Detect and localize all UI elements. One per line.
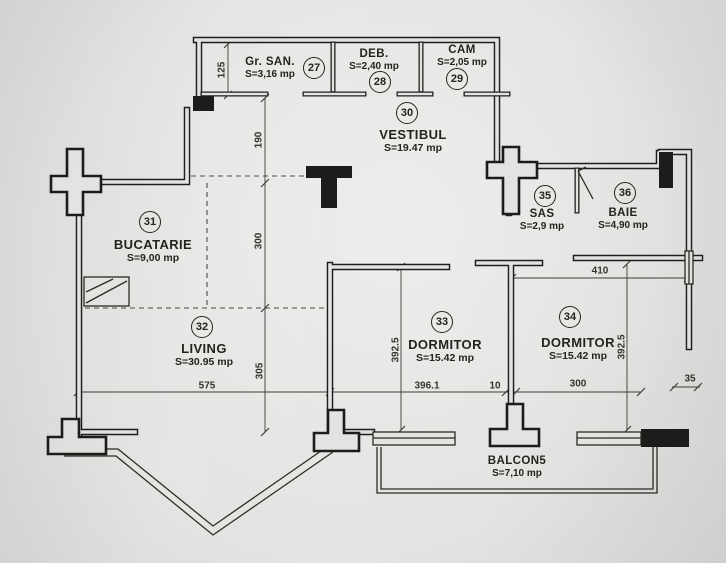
room-area: S=7,10 mp (492, 467, 542, 479)
room-number-text: 35 (538, 190, 552, 202)
room-name: BUCATARIE (113, 236, 193, 252)
dim-125: 125 (216, 61, 228, 79)
room-name: DORMITOR (408, 336, 482, 352)
room-label-vestibul: VESTIBUL S=19.47 mp (379, 126, 447, 154)
room-area: S=15.42 mp (415, 351, 475, 364)
pillar-balcony-center (488, 402, 541, 448)
room-number-27: 27 (303, 57, 325, 79)
room-label-bucatarie: BUCATARIE S=9,00 mp (113, 236, 193, 264)
room-number-text: 28 (373, 76, 387, 88)
balcony-walls (376, 447, 658, 494)
room-label-living: LIVING S=30.95 mp (174, 340, 234, 368)
room-label-balcon: BALCON5 S=7,10 mp (488, 455, 546, 479)
vestibul-column (306, 166, 352, 208)
room-label-sas: SAS S=2,9 mp (520, 208, 564, 232)
room-number-text: 27 (307, 62, 321, 74)
dim-396-1: 396.1 (414, 380, 440, 392)
room-area: S=30.95 mp (174, 355, 234, 368)
room-area: S=2,05 mp (437, 56, 487, 68)
room-area: S=2,9 mp (519, 220, 565, 232)
right-step-block (659, 152, 673, 188)
room-number-34: 34 (559, 306, 581, 328)
room-area: S=9,00 mp (126, 251, 180, 264)
room-area: S=15.42 mp (548, 349, 608, 362)
dim-392-5-right: 392.5 (616, 334, 628, 360)
dim-410: 410 (591, 265, 609, 277)
pillar-bottom-left (46, 417, 108, 456)
room-label-gr-san: Gr. SAN. S=3,16 mp (245, 56, 295, 80)
pillars-outline-group (46, 145, 541, 456)
pillar-sas-left (485, 145, 539, 216)
room-label-deb: DEB. S=2,40 mp (349, 48, 399, 72)
door-swing-icon (577, 166, 594, 200)
room-name: CAM (448, 43, 476, 56)
room-number-text: 29 (450, 73, 464, 85)
walls-group (75, 36, 704, 441)
dim-35: 35 (684, 373, 696, 385)
room-number-text: 32 (195, 321, 209, 333)
dim-190: 190 (253, 131, 265, 149)
room-area: S=2,40 mp (349, 60, 399, 72)
room-label-dormitor-34: DORMITOR S=15.42 mp (541, 334, 615, 362)
room-name: Gr. SAN. (245, 55, 295, 68)
room-number-35: 35 (534, 185, 556, 207)
dim-392-5-left: 392.5 (390, 337, 402, 363)
room-area: S=3,16 mp (245, 68, 295, 80)
room-name: SAS (529, 207, 555, 220)
dim-300-h: 300 (569, 378, 587, 390)
corner-block (193, 96, 214, 111)
room-name: DORMITOR (541, 334, 615, 350)
dim-10: 10 (489, 380, 501, 392)
room-number-text: 30 (400, 107, 414, 119)
room-number-33: 33 (431, 311, 453, 333)
room-number-28: 28 (369, 71, 391, 93)
bottom-right-block (641, 429, 689, 447)
room-area: S=19.47 mp (383, 141, 443, 154)
room-name: BAIE (608, 206, 638, 219)
room-number-text: 33 (435, 316, 449, 328)
room-number-31: 31 (139, 211, 161, 233)
room-name: BALCON5 (487, 454, 547, 467)
dim-300-v: 300 (253, 232, 265, 250)
room-number-30: 30 (396, 102, 418, 124)
room-name: VESTIBUL (379, 126, 447, 142)
room-name: LIVING (181, 340, 227, 356)
pillar-top-left (49, 147, 103, 217)
room-number-text: 36 (618, 187, 632, 199)
windows-group (83, 250, 694, 446)
pillars-solid-group (193, 96, 689, 447)
room-number-text: 34 (563, 311, 577, 323)
dim-305: 305 (254, 362, 266, 380)
room-number-36: 36 (614, 182, 636, 204)
room-label-cam: CAM S=2,05 mp (437, 44, 487, 68)
room-number-32: 32 (191, 316, 213, 338)
room-number-29: 29 (446, 68, 468, 90)
bay-window (64, 443, 334, 536)
room-name: DEB. (359, 47, 389, 60)
room-label-baie: BAIE S=4,90 mp (598, 207, 648, 231)
room-area: S=4,90 mp (598, 219, 648, 231)
pillar-living-corner (312, 408, 361, 453)
room-label-dormitor-33: DORMITOR S=15.42 mp (408, 336, 482, 364)
room-number-text: 31 (143, 216, 157, 228)
dashed-lines-group (85, 175, 329, 309)
dim-575: 575 (198, 380, 216, 392)
